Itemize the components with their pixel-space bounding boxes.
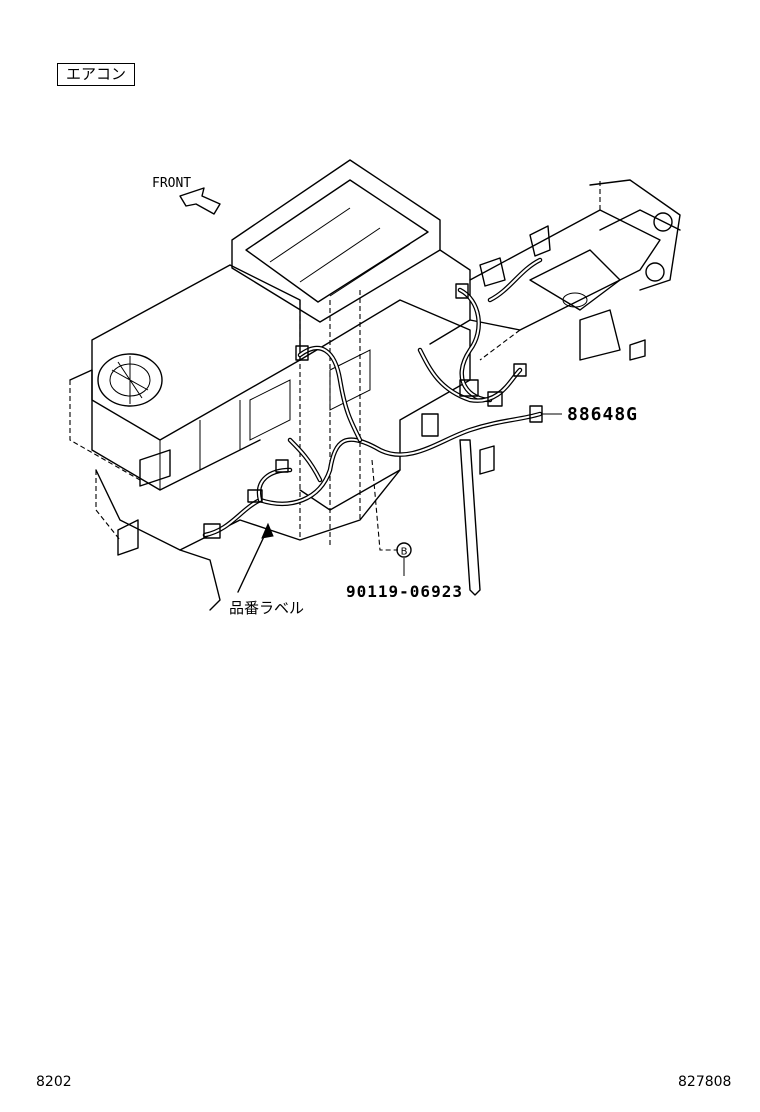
clip-marker-badge: B [396,542,412,558]
clip-marker-letter: B [401,547,408,558]
wire-harness-part-number[interactable]: 88648G [567,404,639,425]
lower-bracket [459,439,495,596]
page-code-left: 8202 [36,1074,72,1090]
hvac-unit-body [69,159,471,611]
front-direction-label: FRONT [152,176,192,191]
callout-leaders [237,413,562,593]
category-tag: エアコン [57,63,135,86]
wire-harness [202,257,543,539]
clip-part-number[interactable]: 90119-06923 [346,582,463,601]
steering-support-member [469,179,681,361]
part-number-label-note: 品番ラベル [229,599,305,617]
front-arrow-icon [179,187,221,215]
page-code-right: 827808 [678,1074,732,1090]
